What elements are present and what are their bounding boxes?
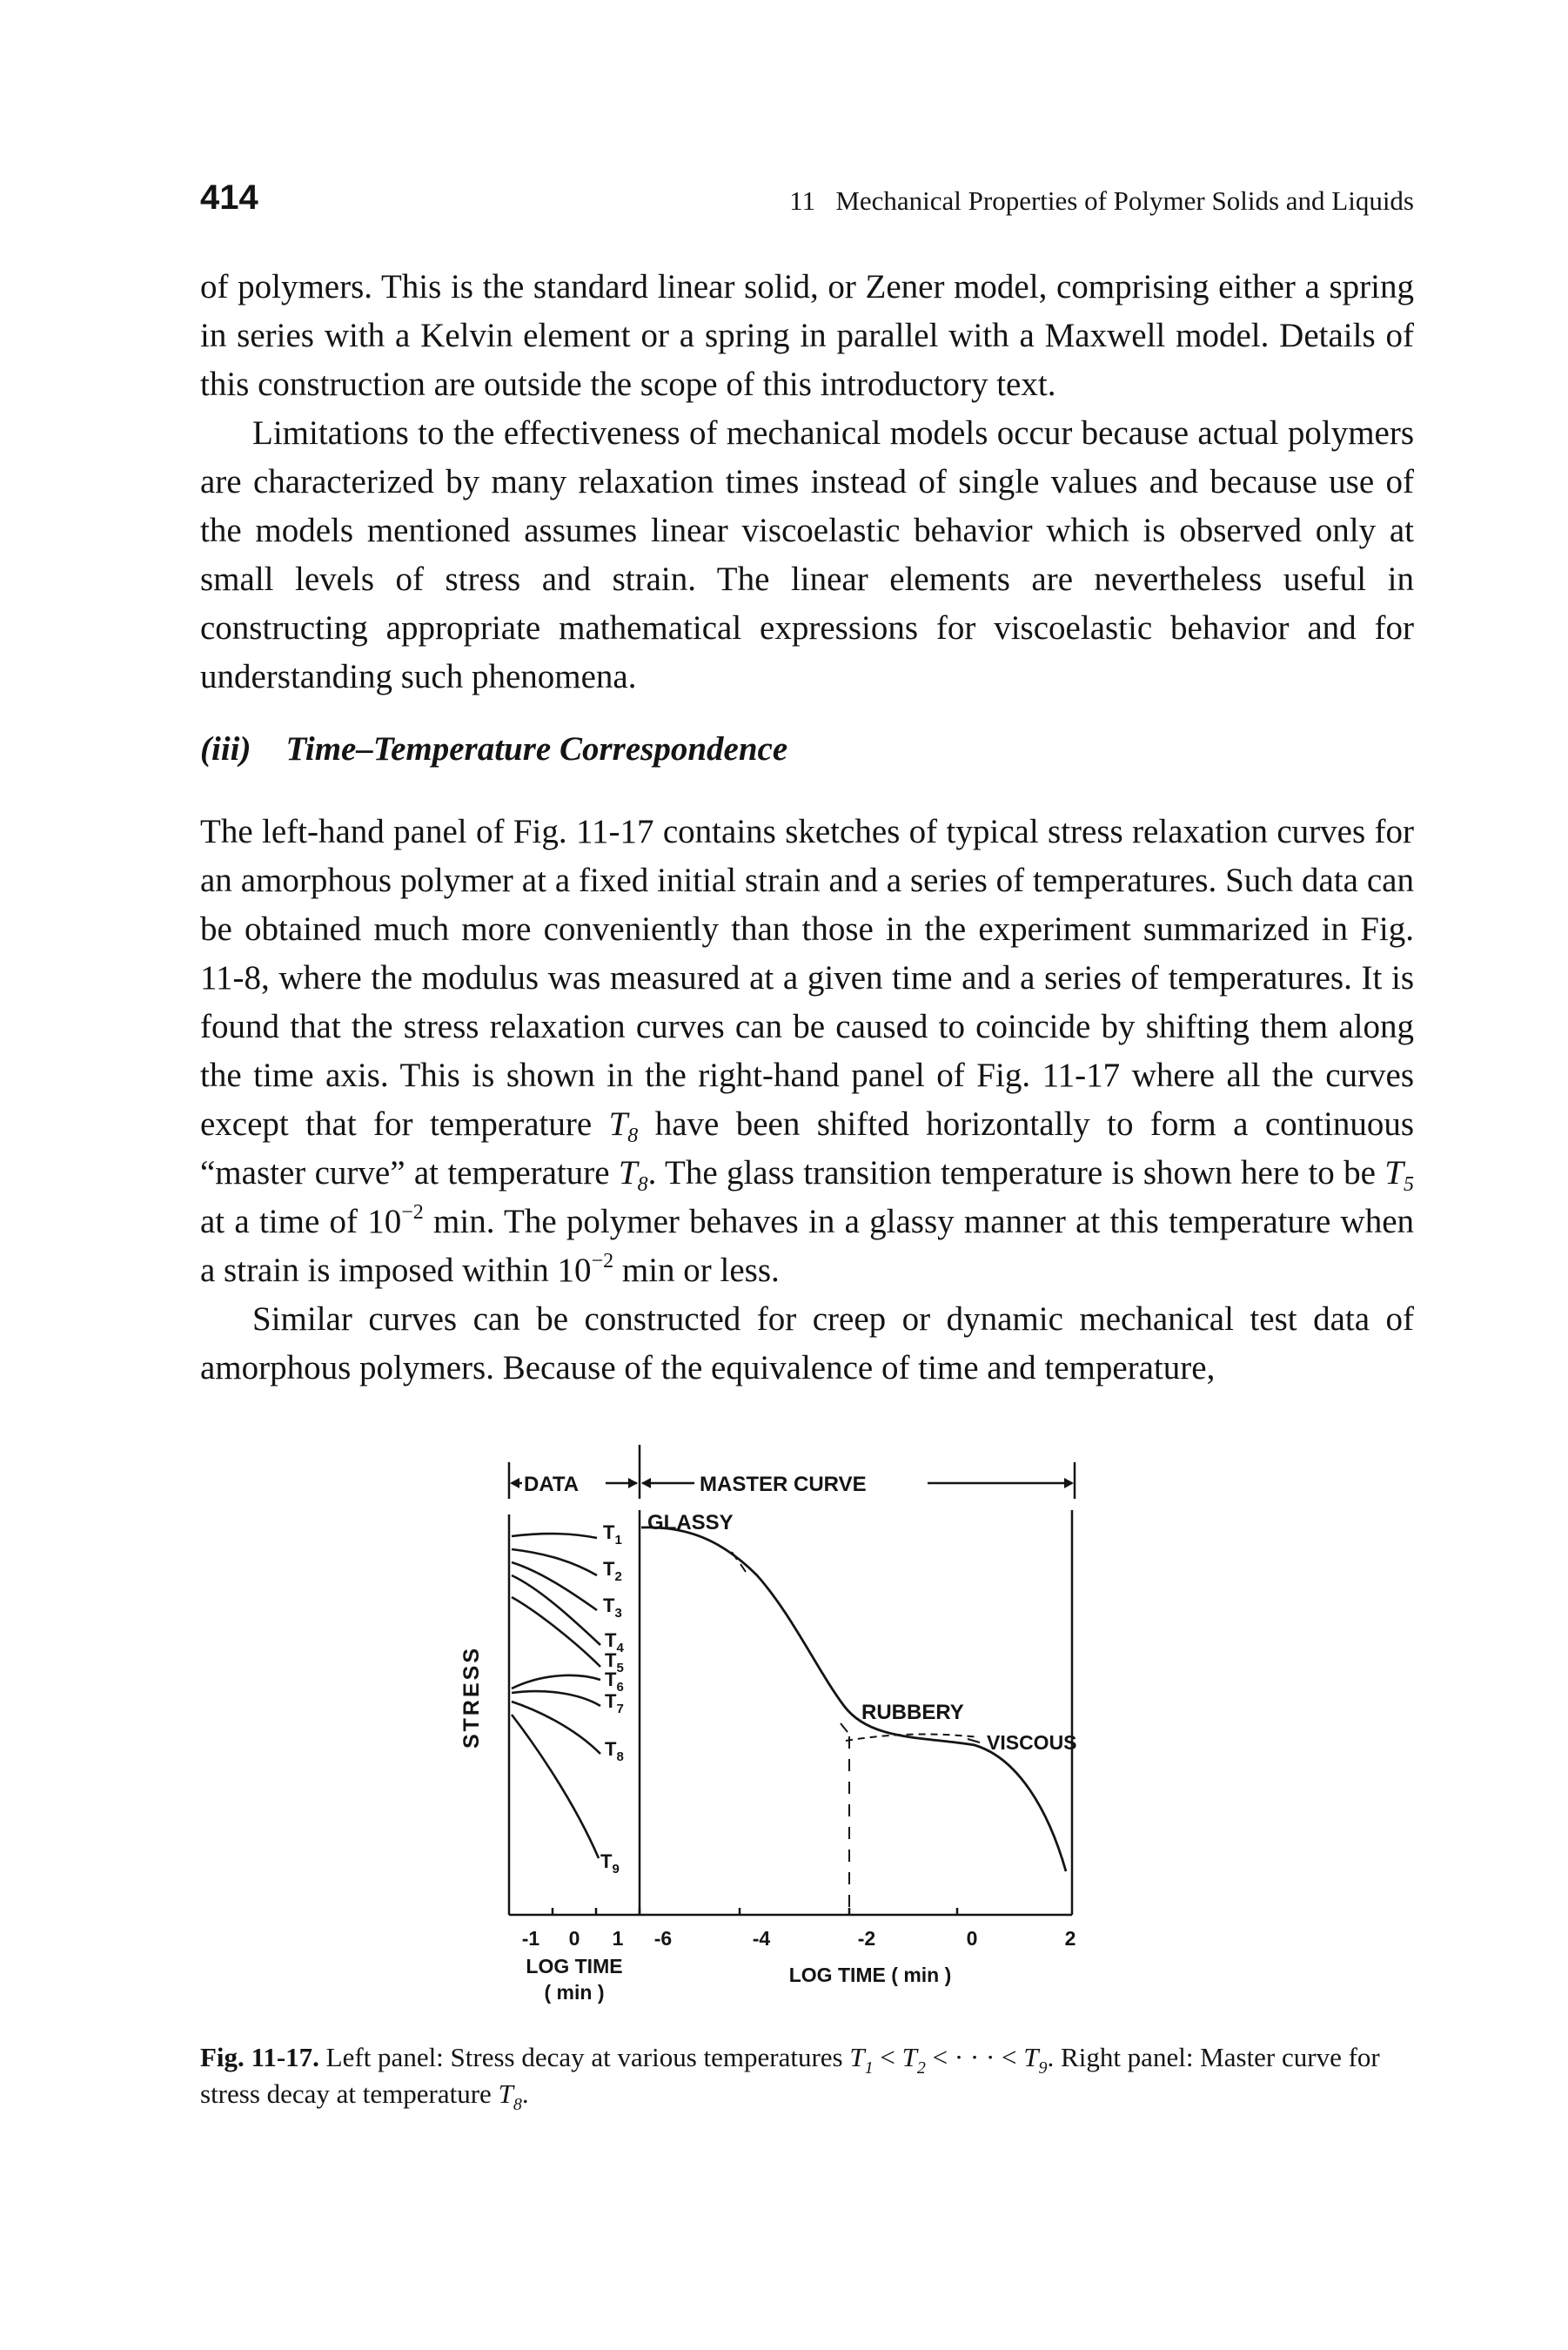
caption-symbol-t2: T2 [901, 2042, 926, 2078]
caption-symbol-t9: T9 [1023, 2042, 1048, 2078]
left-tick-label-0: 0 [569, 1927, 580, 1950]
text-block-bottom: The left-hand panel of Fig. 11-17 contai… [200, 808, 1414, 1393]
caption-symbol-t8: T8 [498, 2078, 522, 2114]
left-xlabel-line2: ( min ) [545, 1981, 605, 2004]
curve-label-t5: T5 [605, 1649, 624, 1675]
curve-t8 [511, 1700, 601, 1755]
left-xlabel-line1: LOG TIME [526, 1955, 622, 1977]
curve-t9 [510, 1714, 600, 1859]
figure-caption: Fig. 11-17. Left panel: Stress decay at … [200, 2039, 1414, 2114]
caption-text-c: . [521, 2078, 529, 2109]
right-tick-label-minus2: -2 [858, 1927, 875, 1950]
section-title: Time–Temperature Correspondence [285, 730, 788, 768]
caption-less-than-1: < [873, 2042, 902, 2072]
page-number: 414 [200, 178, 258, 217]
section-number: (iii) [200, 730, 251, 768]
curve-label-t9: T9 [600, 1850, 620, 1877]
right-tick-label-2: 2 [1065, 1927, 1076, 1950]
curve-label-t7: T7 [605, 1690, 624, 1716]
paragraph-4: Similar curves can be constructed for cr… [200, 1300, 1414, 1386]
section-heading: (iii) Time–Temperature Correspondence [200, 729, 787, 769]
curve-labels: T1 T2 T3 T4 T5 T6 T7 T8 T9 [600, 1521, 624, 1877]
arrowhead-data-left [510, 1478, 519, 1488]
text-block-top: of polymers. This is the standard linear… [200, 263, 1414, 702]
left-tick-label-1: 1 [613, 1927, 624, 1950]
rubbery-region-label: RUBBERY [861, 1701, 964, 1724]
arrowheads [510, 1478, 1074, 1488]
span-arrows [507, 1445, 1076, 1499]
paragraph-3-text-f: min or less. [613, 1252, 780, 1289]
paragraph-3-text-b: have been shifted horizontally to form a… [200, 1105, 1414, 1192]
curve-label-t1: T1 [603, 1521, 622, 1548]
caption-text-b: . Right panel: Master curve for stress d… [200, 2042, 1380, 2109]
master-curve-label: MASTER CURVE [700, 1473, 867, 1496]
exponent-2: −2 [591, 1250, 614, 1272]
symbol-t5: T5 [1384, 1154, 1414, 1196]
figure-11-17: DATA MASTER CURVE T1 T2 T3 T4 T5 [459, 1445, 1077, 2004]
paragraph-3-text-c: . The glass transition temperature is sh… [647, 1154, 1385, 1192]
paragraph-2: Limitations to the effectiveness of mech… [200, 414, 1414, 695]
curve-t6 [511, 1674, 601, 1690]
arrowhead-master-right [1064, 1478, 1074, 1488]
paragraph-1: of polymers. This is the standard linear… [200, 268, 1414, 403]
left-panel-curves [510, 1532, 601, 1859]
paragraph-3-text-a: The left-hand panel of Fig. 11-17 contai… [200, 813, 1414, 1143]
arrowhead-master-left [641, 1478, 651, 1488]
pointer-marks [731, 1551, 981, 1743]
tick-marks [551, 1908, 959, 1915]
running-title: Mechanical Properties of Polymer Solids … [835, 185, 1414, 216]
curve-t7 [511, 1689, 601, 1708]
caption-text-a: Left panel: Stress decay at various temp… [318, 2042, 850, 2072]
symbol-t8: T8 [608, 1105, 639, 1147]
symbol-t8b: T8 [618, 1154, 648, 1196]
right-tick-label-0: 0 [967, 1927, 978, 1950]
curve-t5 [511, 1595, 601, 1668]
right-tick-label-minus6: -6 [654, 1927, 672, 1950]
chapter-number: 11 [789, 185, 816, 216]
stress-axis-label: STRESS [459, 1646, 484, 1749]
left-tick-label-minus1: -1 [522, 1927, 540, 1950]
curve-t3 [511, 1561, 598, 1612]
exponent-1: −2 [401, 1201, 424, 1224]
curve-label-t8: T8 [605, 1738, 624, 1764]
viscous-pointer [967, 1738, 981, 1743]
curve-label-t3: T3 [603, 1595, 622, 1621]
curve-t2 [511, 1548, 598, 1577]
data-span-label: DATA [524, 1473, 579, 1496]
caption-symbol-t1: T1 [849, 2042, 874, 2078]
glassy-pointer-2 [740, 1563, 747, 1573]
caption-less-than-2: < · · · < [925, 2042, 1024, 2072]
caption-label: Fig. 11-17. [200, 2042, 319, 2072]
rubbery-plateau-dashed [845, 1733, 980, 1742]
tick-labels: -1 0 1 -6 -4 -2 0 2 [522, 1927, 1076, 1950]
paragraph-3-text-d: at a time of 10 [200, 1203, 402, 1240]
master-curve [640, 1526, 1068, 1872]
paragraph-3: The left-hand panel of Fig. 11-17 contai… [200, 808, 1414, 1295]
curve-t4 [511, 1574, 601, 1646]
panel-frames [507, 1510, 1074, 1917]
curve-label-t4: T4 [605, 1629, 624, 1655]
page-header: 414 11 Mechanical Properties of Polymer … [200, 178, 1414, 222]
curve-label-t2: T2 [603, 1558, 622, 1584]
arrowhead-data-right [628, 1478, 638, 1488]
curve-label-t6: T6 [605, 1668, 624, 1695]
glassy-pointer-1 [731, 1551, 738, 1561]
right-xlabel: LOG TIME ( min ) [789, 1964, 952, 1986]
right-tick-label-minus4: -4 [753, 1927, 771, 1950]
viscous-region-label: VISCOUS [987, 1731, 1077, 1754]
running-head: 11 Mechanical Properties of Polymer Soli… [789, 185, 1414, 217]
paragraph-3-text-e: min. The polymer behaves in a glassy man… [200, 1203, 1415, 1289]
curve-t1 [511, 1532, 598, 1540]
rubbery-pointer [840, 1722, 848, 1733]
glassy-region-label: GLASSY [647, 1511, 734, 1534]
